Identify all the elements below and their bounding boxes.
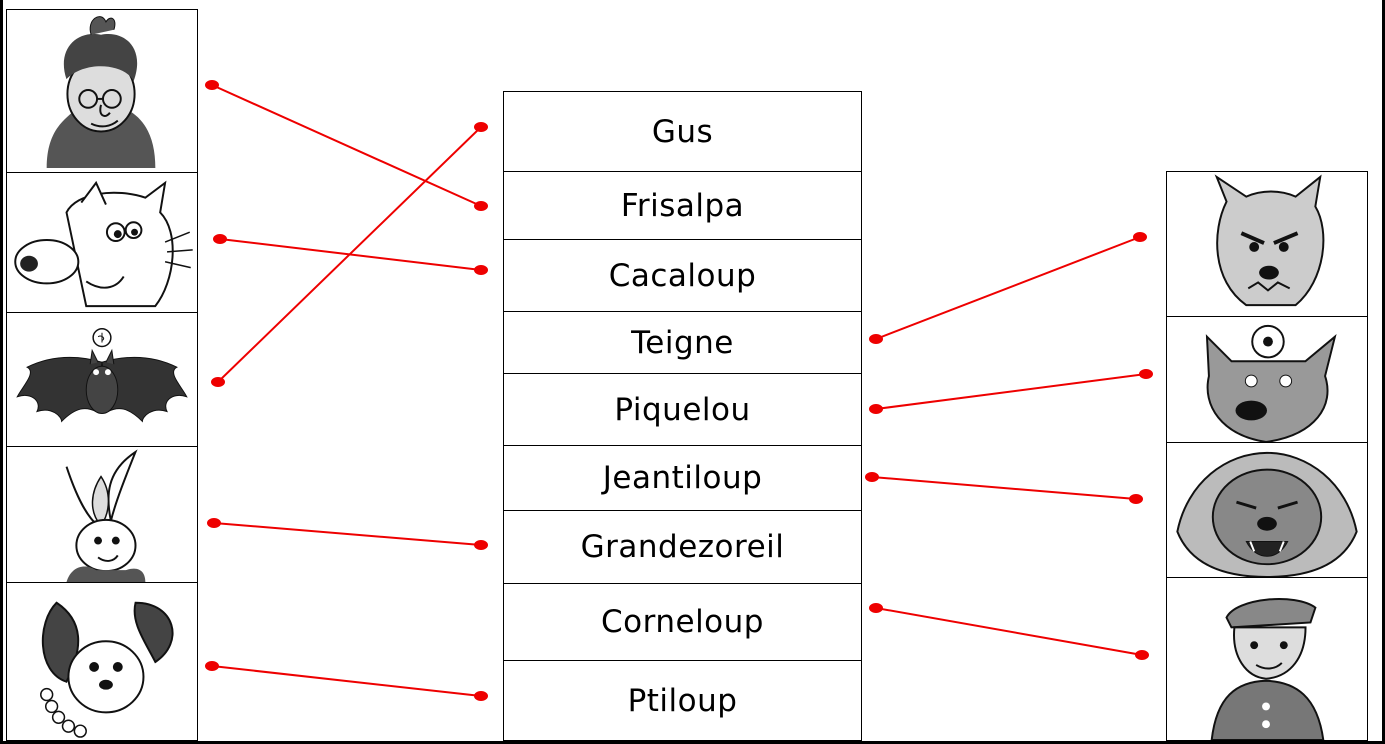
big-eared-mouse-with-pearls-icon xyxy=(40,601,174,738)
left-picture-2[interactable] xyxy=(6,172,198,313)
right-picture-2[interactable] xyxy=(1166,316,1368,443)
name-cell-grandezoreil[interactable]: Grandezoreil xyxy=(503,510,862,584)
old-woman-with-glasses-icon xyxy=(46,16,156,169)
name-cell-frisalpa[interactable]: Frisalpa xyxy=(503,171,862,240)
left-picture-4[interactable] xyxy=(6,446,198,583)
name-cell-gus[interactable]: Gus xyxy=(503,91,862,172)
name-cell-corneloup[interactable]: Corneloup xyxy=(503,583,862,661)
left-picture-1[interactable] xyxy=(6,9,198,173)
long-eared-rabbit-icon xyxy=(65,449,146,582)
right-picture-4[interactable] xyxy=(1166,577,1368,741)
name-cell-cacaloup[interactable]: Cacaloup xyxy=(503,239,862,312)
name-cell-teigne[interactable]: Teigne xyxy=(503,311,862,374)
right-picture-3[interactable] xyxy=(1166,442,1368,578)
big-nosed-wolf-icon xyxy=(14,180,193,308)
left-picture-5[interactable] xyxy=(6,582,198,741)
wolf-with-head-mirror-icon xyxy=(1205,324,1337,442)
bat-icon xyxy=(16,328,188,423)
left-picture-3[interactable] xyxy=(6,312,198,447)
right-picture-1[interactable] xyxy=(1166,171,1368,317)
name-cell-ptiloup[interactable]: Ptiloup xyxy=(503,660,862,741)
name-cell-piquelou[interactable]: Piquelou xyxy=(503,373,862,446)
name-cell-jeantiloup[interactable]: Jeantiloup xyxy=(503,445,862,511)
angry-wolf-icon xyxy=(1214,174,1325,307)
roaring-big-cat-icon xyxy=(1176,451,1358,577)
wolf-in-uniform-icon xyxy=(1210,598,1325,740)
